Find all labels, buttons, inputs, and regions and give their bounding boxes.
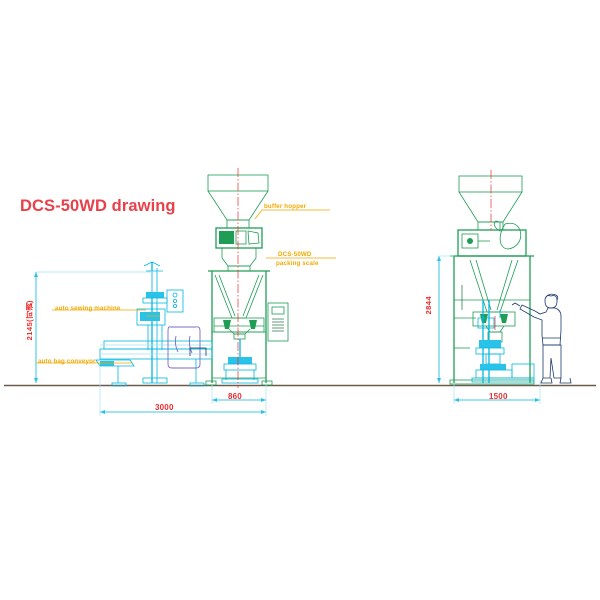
bag-clamp-side xyxy=(471,300,535,383)
bag-clamp-front xyxy=(221,339,259,384)
main-frame-front xyxy=(205,270,273,386)
dimension-sewing-height: 2145(可调) xyxy=(25,300,34,341)
control-panel-front xyxy=(267,302,289,342)
weighing-hopper-front xyxy=(213,274,265,340)
filled-bag xyxy=(167,326,201,369)
callout-packing-scale-name: packing scale xyxy=(276,260,319,267)
weighing-hopper-side xyxy=(469,259,519,343)
callout-packing-scale-model: DCS-50WD xyxy=(278,251,312,258)
page-title: DCS-50WD drawing xyxy=(20,197,176,215)
front-elevation-view xyxy=(95,168,289,388)
main-frame-side xyxy=(449,255,535,385)
callout-auto-sewing-machine: auto sewing machine xyxy=(55,305,121,312)
dimension-scale-width: 860 xyxy=(228,392,242,401)
operator-figure xyxy=(511,293,572,384)
dimension-overall-length: 3000 xyxy=(155,403,174,412)
feed-hopper-side xyxy=(458,175,523,231)
side-elevation-view xyxy=(449,170,572,385)
auto-bag-conveyor xyxy=(95,340,213,387)
dimension-lines-front xyxy=(34,271,267,416)
callout-auto-bag-conveyor: auto bag conveyor xyxy=(38,358,96,365)
dimension-machine-height: 2844 xyxy=(424,296,433,315)
buffer-hopper-front xyxy=(215,227,263,272)
buffer-hopper-side xyxy=(457,220,527,257)
auto-sewing-machine xyxy=(136,261,184,384)
conveyor-detail xyxy=(189,347,207,356)
dimension-side-width: 1500 xyxy=(489,392,508,401)
callout-leaders xyxy=(36,209,336,364)
callout-buffer-hopper: buffer hopper xyxy=(264,203,307,210)
dimension-lines-side xyxy=(437,255,541,404)
